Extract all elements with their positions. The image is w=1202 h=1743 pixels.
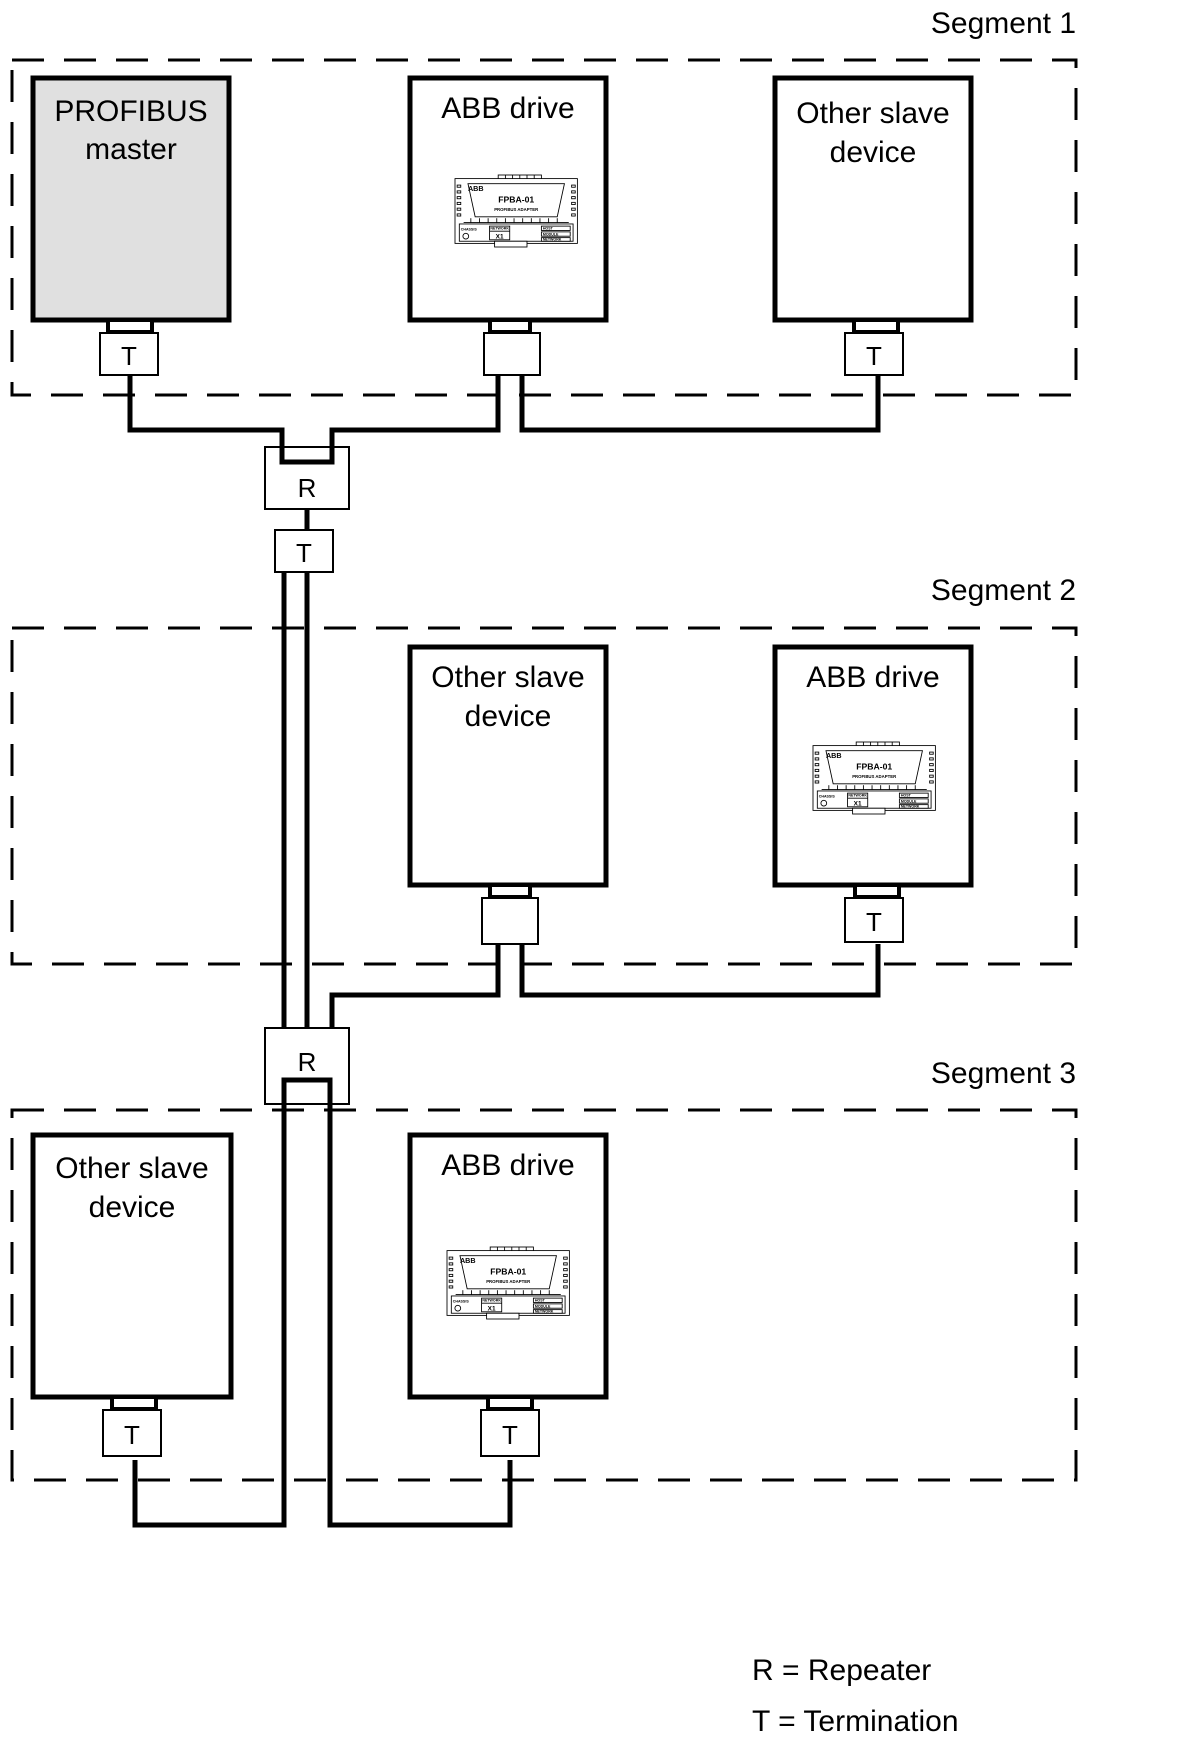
svg-text:MODULE: MODULE: [543, 232, 559, 236]
profibus-master[interactable]: PROFIBUS master: [30, 75, 232, 334]
svg-text:X1: X1: [488, 1305, 496, 1312]
fpba-adapter-s1: ABB FPBA-01 PROFIBUS ADAPTER CHASSIS NET…: [454, 174, 578, 248]
termination-s1-other: T: [844, 332, 904, 376]
other-slave-s3-label-2: device: [89, 1191, 176, 1224]
termination-s1-master: T: [99, 332, 159, 376]
svg-text:HOST: HOST: [535, 1299, 546, 1303]
svg-text:NETWORK: NETWORK: [535, 1310, 554, 1314]
other-slave-s2[interactable]: Other slave device: [407, 644, 609, 899]
svg-text:MODULE: MODULE: [535, 1304, 551, 1308]
abb-drive-s2-label: ABB drive: [806, 661, 939, 694]
svg-text:MODULE: MODULE: [901, 799, 917, 803]
svg-text:HOST: HOST: [901, 794, 912, 798]
abb-drive-s1[interactable]: ABB drive ABB FPBA-01 PROFIBUS ADAPTER C…: [407, 75, 609, 334]
svg-text:ABB: ABB: [468, 184, 484, 193]
svg-text:T: T: [296, 538, 312, 568]
fpba-adapter-s3: ABB FPBA-01 PROFIBUS ADAPTER CHASSIS NET…: [446, 1246, 570, 1320]
termination-repeater-1: T: [274, 529, 334, 573]
svg-text:ABB: ABB: [460, 1256, 476, 1265]
svg-text:CHASSIS: CHASSIS: [461, 227, 478, 231]
svg-text:PROFIBUS ADAPTER: PROFIBUS ADAPTER: [852, 774, 897, 779]
other-slave-s2-label-2: device: [465, 700, 552, 733]
svg-text:NETWORK: NETWORK: [482, 1299, 501, 1303]
svg-text:PROFIBUS ADAPTER: PROFIBUS ADAPTER: [494, 207, 539, 212]
svg-text:T: T: [121, 341, 137, 371]
svg-text:FPBA-01: FPBA-01: [498, 194, 534, 204]
repeater-2: R: [264, 1027, 350, 1105]
svg-text:R: R: [298, 1047, 317, 1077]
profibus-master-label-2: master: [85, 133, 177, 166]
svg-text:X1: X1: [854, 800, 862, 807]
segment-2-label: Segment 2: [931, 574, 1076, 607]
svg-text:NETWORK: NETWORK: [543, 238, 562, 242]
svg-text:NETWORK: NETWORK: [901, 805, 920, 809]
svg-text:NETWORK: NETWORK: [490, 227, 509, 231]
segment-2-frame: [10, 626, 1078, 966]
svg-text:CHASSIS: CHASSIS: [819, 794, 836, 798]
termination-s2-abb: T: [844, 897, 904, 943]
svg-text:CHASSIS: CHASSIS: [453, 1299, 470, 1303]
svg-text:T: T: [866, 907, 882, 937]
svg-text:FPBA-01: FPBA-01: [490, 1266, 526, 1276]
other-slave-s1-label: Other slave: [796, 97, 949, 130]
abb-drive-s2[interactable]: ABB drive ABB FPBA-01 PROFIBUS ADAPTER C…: [772, 644, 974, 899]
svg-text:T: T: [124, 1420, 140, 1450]
segment-3-frame: [10, 1108, 1078, 1482]
svg-text:T: T: [866, 341, 882, 371]
other-slave-s2-label: Other slave: [431, 661, 584, 694]
other-slave-s3-label: Other slave: [55, 1152, 208, 1185]
abb-drive-s1-label: ABB drive: [441, 92, 574, 125]
profibus-master-label: PROFIBUS: [54, 95, 207, 128]
segment-1-label: Segment 1: [931, 7, 1076, 40]
abb-drive-s3[interactable]: ABB drive ABB FPBA-01 PROFIBUS ADAPTER C…: [407, 1132, 609, 1411]
legend-termination: T = Termination: [752, 1705, 959, 1738]
termination-s3-abb: T: [480, 1409, 540, 1457]
svg-text:T: T: [502, 1420, 518, 1450]
bus-connector-s1-drive: [483, 332, 541, 376]
legend-repeater: R = Repeater: [752, 1654, 931, 1687]
svg-text:HOST: HOST: [543, 227, 554, 231]
segment-1-frame: [10, 58, 1078, 397]
segment-3-label: Segment 3: [931, 1057, 1076, 1090]
other-slave-s1-label-2: device: [830, 136, 917, 169]
bus-connector-s2-other: [481, 897, 539, 945]
svg-text:FPBA-01: FPBA-01: [856, 761, 892, 771]
svg-text:NETWORK: NETWORK: [848, 794, 867, 798]
svg-text:R: R: [298, 473, 317, 503]
other-slave-s3[interactable]: Other slave device: [30, 1132, 234, 1411]
repeater-1: R: [264, 446, 350, 510]
svg-text:X1: X1: [496, 233, 504, 240]
bus-cable: [127, 375, 881, 1528]
abb-drive-s3-label: ABB drive: [441, 1149, 574, 1182]
svg-text:ABB: ABB: [826, 751, 842, 760]
fpba-adapter-s2: ABB FPBA-01 PROFIBUS ADAPTER CHASSIS NET…: [812, 741, 936, 815]
termination-s3-other: T: [102, 1409, 162, 1457]
other-slave-s1[interactable]: Other slave device: [772, 75, 974, 334]
svg-text:PROFIBUS ADAPTER: PROFIBUS ADAPTER: [486, 1279, 531, 1284]
